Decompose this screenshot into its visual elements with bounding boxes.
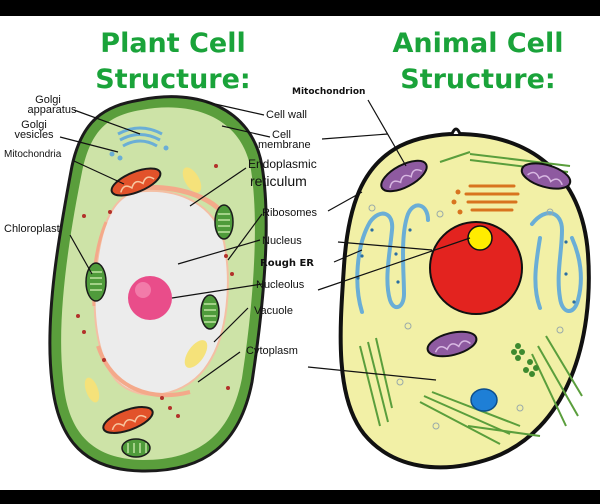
animal-rough-er [355, 203, 583, 314]
plant-title-line2: Structure: [95, 64, 250, 95]
diagram-canvas: Plant Cell Structure: Animal Cell Struct… [0, 16, 600, 490]
plant-chloroplast [121, 438, 151, 458]
label-cell-membrane-line1: Cell [272, 129, 291, 141]
label-endoplasmic-line1: Endoplasmic [248, 157, 317, 171]
label-rough-er: Rough ER [260, 258, 314, 269]
animal-vesicles [368, 204, 564, 430]
leader-lines [59, 99, 471, 383]
label-nucleolus: Nucleolus [256, 279, 305, 291]
plant-chloroplast [214, 204, 234, 240]
label-cytoplasm: Cytoplasm [246, 345, 298, 357]
animal-centriole [511, 343, 539, 377]
animal-golgi-apparatus [451, 184, 520, 215]
animal-cell [338, 127, 591, 470]
plant-ribosomes [76, 164, 234, 418]
plant-chloroplast [200, 294, 220, 330]
plant-mitochondrion [110, 167, 162, 197]
animal-mitochondrion [520, 162, 572, 190]
animal-membrane-notch [450, 127, 462, 135]
label-ribosomes: Ribosomes [262, 207, 318, 219]
plant-nucleolus-highlight [135, 282, 151, 298]
label-golgi-apparatus-line2: apparatus [28, 104, 77, 116]
animal-vacuole [470, 388, 498, 412]
cell-diagram: Plant Cell Structure: Animal Cell Struct… [4, 28, 591, 473]
plant-small-vacuole [184, 340, 208, 368]
plant-small-vacuole [84, 377, 100, 403]
label-chloroplast: Chloroplast [4, 223, 60, 235]
label-cell-wall: Cell wall [266, 109, 307, 121]
labels: Golgi apparatus Golgi vesicles Mitochond… [4, 87, 365, 357]
plant-mitochondrion [102, 406, 154, 434]
label-endoplasmic-line2: reticulum [250, 173, 307, 189]
label-nucleus: Nucleus [262, 235, 302, 247]
animal-nucleolus [467, 225, 493, 251]
plant-golgi-apparatus [109, 126, 169, 161]
label-mitochondrion: Mitochondrion [292, 87, 365, 97]
plant-small-vacuole [182, 167, 202, 193]
label-golgi-vesicles-line1: Golgi [21, 119, 47, 131]
animal-er-ribosomes [356, 228, 576, 304]
label-cell-membrane-line2: membrane [258, 139, 311, 151]
label-mitochondria: Mitochondria [4, 149, 62, 160]
animal-nucleus [429, 221, 523, 315]
plant-nucleolus [128, 276, 172, 320]
animal-title-line1: Animal Cell [392, 28, 563, 59]
label-golgi-apparatus-line1: Golgi [35, 94, 61, 106]
animal-mitochondrion [380, 159, 428, 193]
animal-mitochondrion [426, 330, 478, 358]
plant-title-line1: Plant Cell [100, 28, 245, 59]
label-golgi-vesicles-line2: vesicles [14, 129, 54, 141]
animal-title-line2: Structure: [400, 64, 555, 95]
label-vacuole: Vacuole [254, 305, 293, 317]
plant-cell [48, 95, 268, 473]
